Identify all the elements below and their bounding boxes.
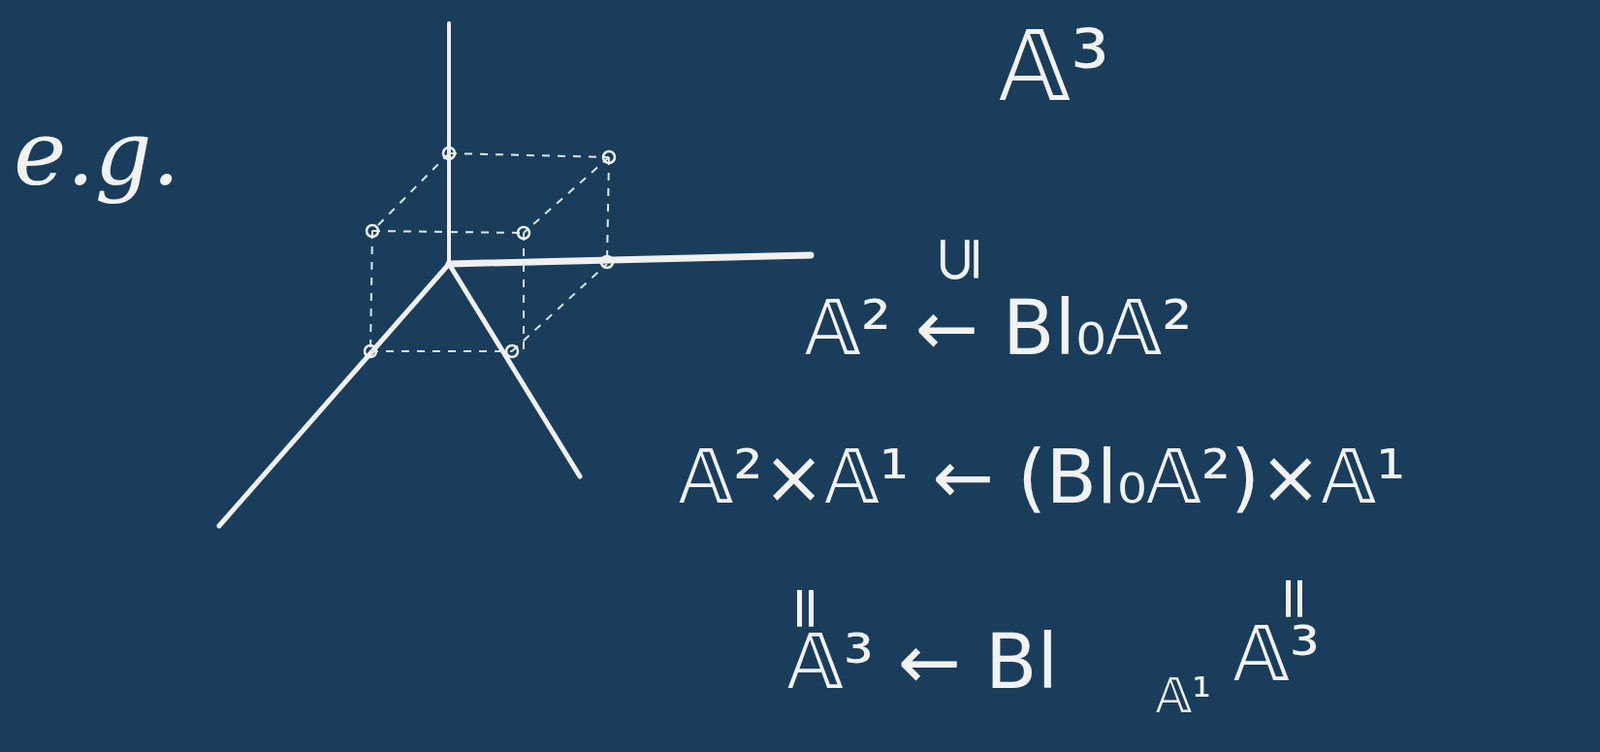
blowup-row: 𝔸² ← Bl₀𝔸² [804,287,1192,371]
blowup-center: 𝔸¹ [1155,669,1212,723]
space-label: 𝔸³ [998,13,1110,121]
space-label: 𝔸³ [1233,612,1320,697]
example-note: e.g. [13,104,181,203]
inclusion-symbol: ⊆ [923,232,992,286]
product-row: 𝔸²×𝔸¹ ← (Bl₀𝔸²)×𝔸¹ [678,436,1406,518]
blowup-row: 𝔸³ ← Bl [787,620,1058,704]
